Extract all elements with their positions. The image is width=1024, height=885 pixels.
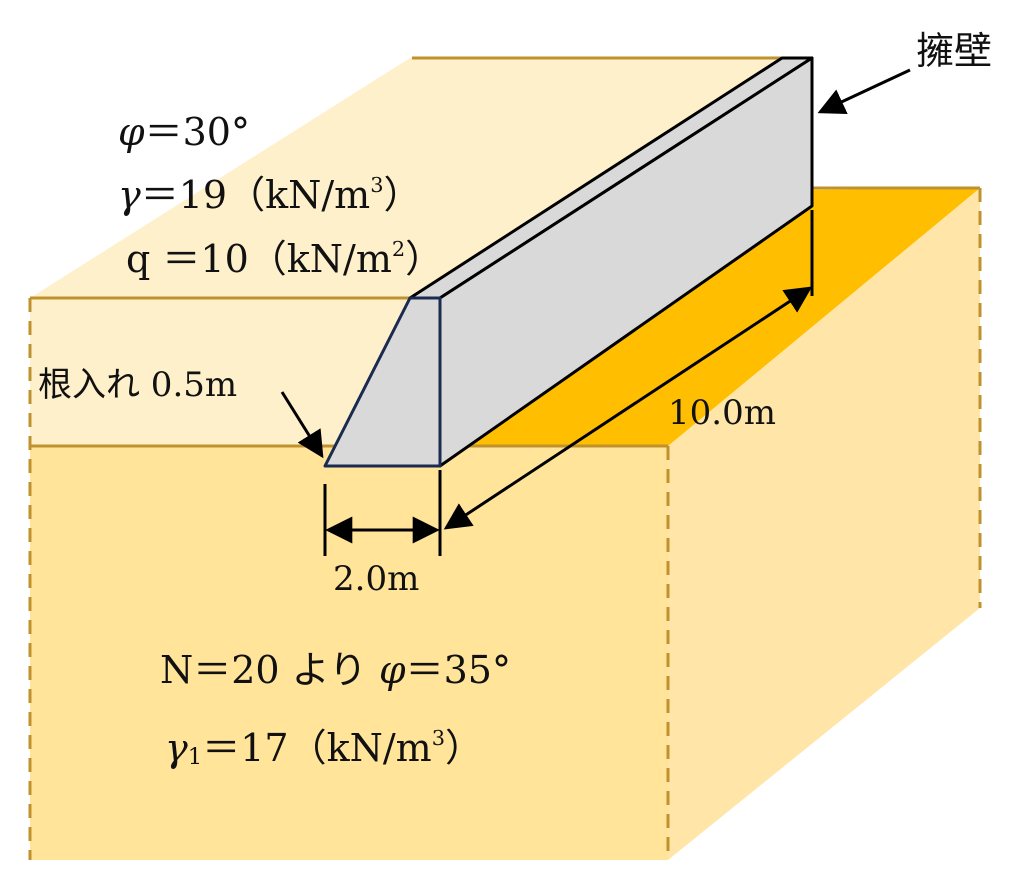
upper-gamma-exponent: 3 [370, 173, 384, 198]
embedment-leader-arrow [280, 391, 324, 459]
wall-end-face [323, 296, 442, 468]
upper-phi-value: ＝30° [144, 110, 250, 154]
wall-leader-arrow [817, 68, 911, 114]
phi-symbol: φ [118, 110, 145, 154]
upper-phi-label: φ＝30° [118, 113, 250, 151]
lower-gamma-exponent: 3 [431, 726, 445, 751]
lower-phi-value: ＝35° [405, 648, 511, 692]
surcharge-exponent: 2 [391, 237, 406, 262]
gamma-symbol: γ [165, 726, 188, 770]
lower-gamma-label: γ1＝17（kN/m3） [165, 726, 484, 771]
upper-gamma-close: ） [383, 173, 422, 217]
lower-soil-side [668, 188, 980, 860]
surcharge-value: q ＝10（kN/m [126, 237, 392, 281]
length-dimension-arrow [443, 286, 813, 530]
surcharge-label: q ＝10（kN/m2） [126, 237, 444, 281]
upper-soil-top [30, 58, 790, 298]
gamma-subscript: 1 [187, 744, 203, 771]
upper-gamma-label: γ＝19（kN/m3） [118, 173, 422, 217]
width-dimension-label: 2.0m [333, 559, 420, 599]
wall-name-label: 擁壁 [916, 29, 993, 73]
surcharge-close: ） [405, 237, 444, 281]
lower-n-phi-label: N＝20 より φ＝35° [160, 651, 511, 689]
gamma-symbol: γ [118, 173, 141, 217]
length-dimension-label: 10.0m [668, 393, 776, 433]
lower-gamma-close: ） [445, 726, 484, 770]
phi-symbol: φ [379, 648, 406, 692]
n-value: N＝20 より [160, 648, 380, 692]
upper-gamma-value: ＝19（kN/m [140, 173, 371, 217]
lower-gamma-value: ＝17（kN/m [202, 726, 432, 770]
embedment-label: 根入れ 0.5m [38, 365, 238, 405]
